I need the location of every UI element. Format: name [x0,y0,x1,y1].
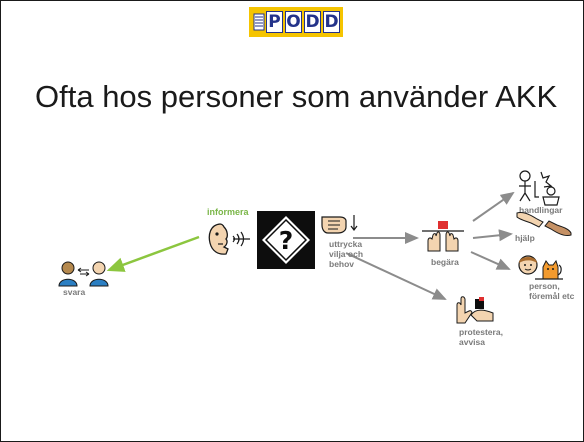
label-person: person, föremål etc [529,281,574,301]
label-protestera: protestera, avvisa [459,327,503,347]
arrow-begara-handlingar [472,191,515,222]
label-person-line: person, [529,281,560,291]
podd-logo: P O D D [249,7,343,37]
slide-headline: Ofta hos personer som använder AKK [35,79,558,114]
label-begara: begära [431,257,459,267]
two-persons-icon [57,259,113,292]
svg-text:?: ? [279,226,294,255]
logo-letter: D [323,11,340,33]
arrow-informera-svara [106,235,200,272]
label-handlingar: handlingar [519,205,563,215]
label-hjalp: hjälp [515,233,535,243]
arrow-begara-hjalp [472,229,513,242]
label-protestera-line: protestera, [459,327,503,337]
pointing-hand-icon [320,211,358,244]
person-cat-icon [515,251,563,286]
help-hands-icon [513,205,575,250]
arrow-uttrycka-protestera [345,252,447,300]
logo-letter: O [285,11,302,33]
label-uttrycka: uttrycka vilja och behov [329,239,363,269]
actions-icon [513,167,563,212]
label-protestera-line: avvisa [459,337,485,347]
label-informera: informera [207,207,249,217]
protest-hand-icon [449,293,497,332]
book-stack-icon [252,10,265,34]
label-uttrycka-line: vilja och [329,249,364,259]
speaking-face-icon [206,221,256,262]
request-hands-icon [420,219,466,260]
label-person-line: föremål etc [529,291,575,301]
label-svara: svara [63,287,86,297]
logo-letter: D [304,11,321,33]
logo-letter: P [266,11,283,33]
arrow-begara-person [470,251,511,270]
label-uttrycka-line: behov [329,259,355,269]
logo-letters: P O D D [266,11,340,33]
question-diamond-icon: ? [257,211,315,274]
label-uttrycka-line: uttrycka [329,239,363,249]
